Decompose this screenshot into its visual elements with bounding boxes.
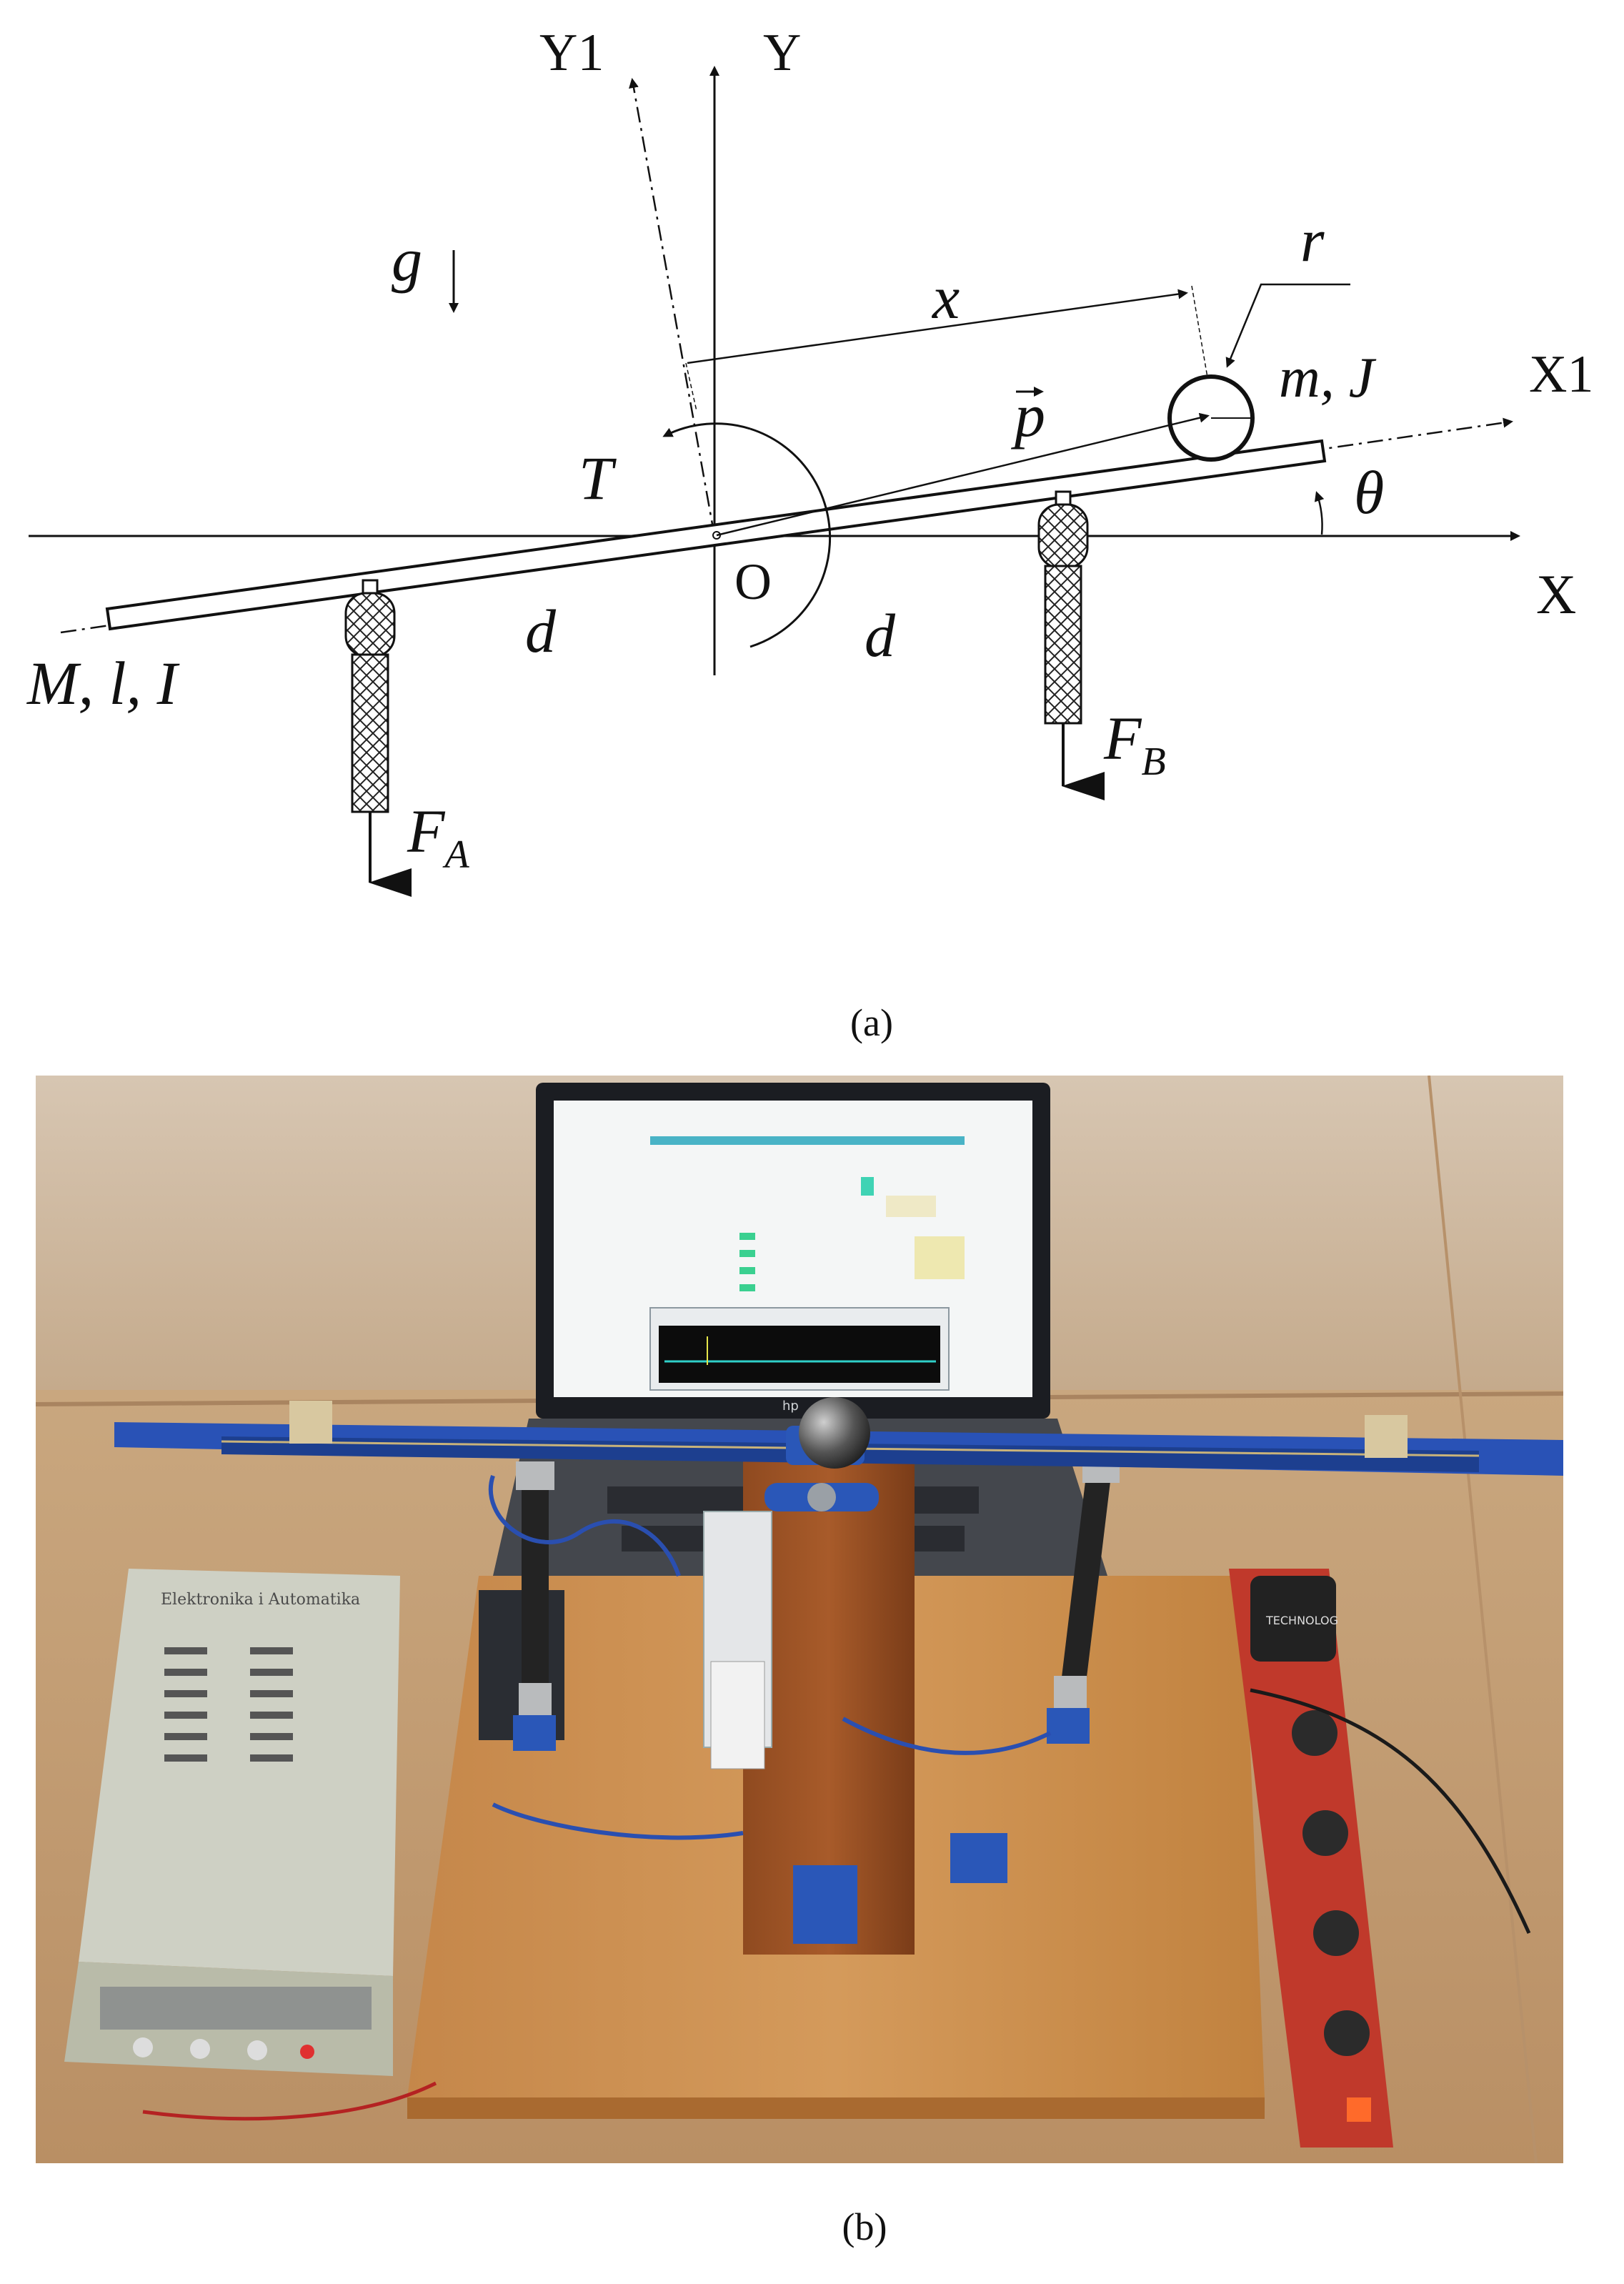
- label-mj: m, J: [1279, 347, 1377, 409]
- caption-b: (b): [842, 2205, 887, 2248]
- p-vector: [716, 412, 1210, 537]
- theta-arc: [1314, 491, 1325, 535]
- label-fa: FA: [407, 797, 470, 877]
- label-d-right: d: [865, 601, 896, 670]
- label-r: r: [1300, 206, 1325, 274]
- label-d-left: d: [525, 597, 557, 665]
- label-theta: θ: [1354, 458, 1384, 527]
- x-dimension-line: [687, 289, 1188, 364]
- torque-arc: [749, 427, 832, 648]
- label-fb: FB: [1103, 704, 1166, 784]
- adapter-label: TECHNOLOG: [1265, 1614, 1338, 1627]
- caption-a: (a): [850, 1001, 893, 1044]
- power-strip: TECHNOLOG: [1229, 1569, 1393, 2148]
- x-dimension-ext-left: [685, 362, 697, 412]
- free-body-diagram: Y1 Y X X1 g x r m, J p T θ O d d M, l, I…: [26, 24, 1593, 897]
- psu-label: Elektronika i Automatika: [161, 1591, 360, 1609]
- label-t: T: [579, 444, 617, 512]
- setup-photo: hp TECHNOLOG Elektronika i Automatika: [36, 1076, 1563, 2163]
- laptop-brand: hp: [782, 1399, 799, 1414]
- x-dimension-ext-right: [1191, 285, 1208, 378]
- label-y1: Y1: [539, 24, 604, 82]
- label-g: g: [392, 225, 422, 294]
- steel-ball: [799, 1397, 870, 1469]
- power-supply: Elektronika i Automatika: [64, 1569, 400, 2076]
- cylinder-left: [513, 1461, 556, 1751]
- label-x1: X1: [1529, 345, 1593, 404]
- torque-arc-top: [662, 422, 751, 437]
- label-y: Y: [763, 24, 801, 82]
- label-x: X: [1536, 563, 1576, 625]
- r-leader: [1225, 283, 1350, 368]
- label-x-dist: x: [931, 263, 960, 332]
- label-beam: M, l, I: [26, 649, 180, 718]
- label-o: O: [734, 553, 772, 610]
- actuator-b: [1037, 490, 1105, 800]
- y1-axis: [629, 78, 716, 537]
- actuator-a: [344, 579, 412, 897]
